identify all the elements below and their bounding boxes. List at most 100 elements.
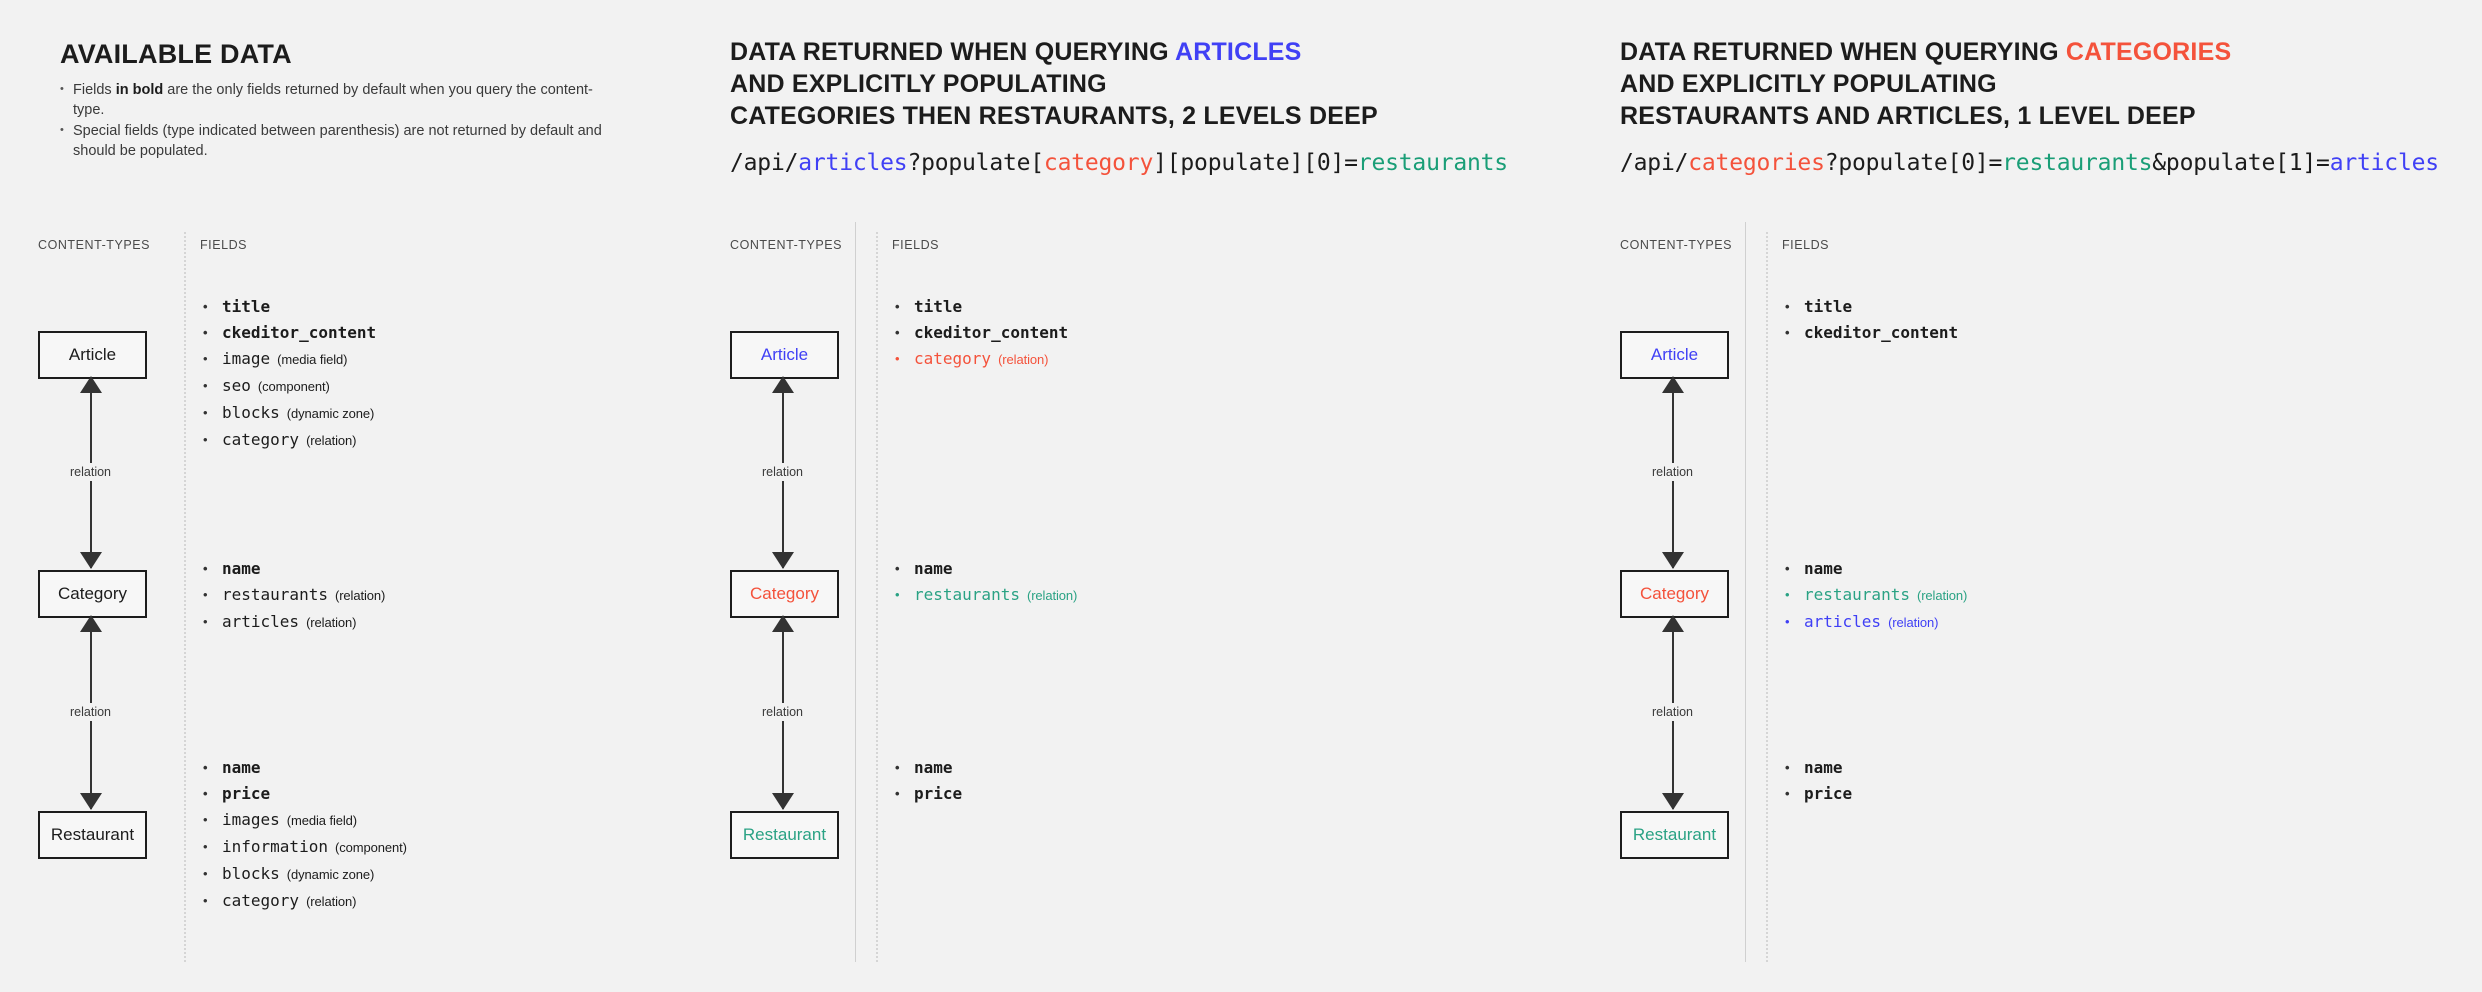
arrowhead-up-icon	[79, 615, 102, 632]
field-item: name	[200, 556, 385, 582]
field-item: title	[200, 294, 376, 320]
bullet-text: Special fields (type indicated between p…	[73, 123, 602, 159]
url-segment: articles	[2329, 150, 2439, 176]
field-name: category	[914, 349, 992, 368]
panel-title: DATA RETURNED WHEN QUERYING ARTICLES AND …	[730, 36, 1590, 132]
field-name: name	[914, 758, 953, 777]
field-name: blocks	[222, 864, 280, 883]
field-type: (relation)	[306, 615, 357, 630]
field-item: price	[1782, 781, 1852, 807]
panel-title-line: AND EXPLICITLY POPULATING	[1620, 68, 2480, 100]
field-name: blocks	[222, 403, 280, 422]
content-type-label: Category	[1640, 584, 1709, 603]
url-segment: /api/	[1620, 150, 1689, 176]
content-types-column-header: CONTENT-TYPES	[38, 238, 151, 252]
relation-connector: relation	[716, 615, 849, 810]
relation-label: relation	[1606, 703, 1739, 721]
content-type-label: Article	[68, 345, 117, 364]
title-segment: DATA RETURNED WHEN QUERYING	[730, 38, 1175, 66]
arrowhead-up-icon	[79, 376, 102, 393]
field-item: seo (component)	[200, 373, 376, 400]
field-list-article: titleckeditor_content	[1782, 294, 1958, 346]
field-name: articles	[222, 612, 300, 631]
content-type-box-article[interactable]: Article	[730, 331, 839, 379]
content-type-box-article[interactable]: Article	[38, 331, 147, 379]
column-dotted-divider	[876, 232, 878, 962]
api-url: /api/articles?populate[category][populat…	[730, 150, 1508, 176]
title-segment: CATEGORIES	[2065, 38, 2232, 66]
title-segment: ARTICLES	[1174, 38, 1302, 66]
field-item: ckeditor_content	[200, 320, 376, 346]
field-item: name	[1782, 755, 1852, 781]
field-name: name	[222, 758, 261, 777]
panel-title-line: CATEGORIES THEN RESTAURANTS, 2 LEVELS DE…	[730, 100, 1590, 132]
panel-available-data: AVAILABLE DATAFields in bold are the onl…	[0, 0, 855, 992]
content-type-box-article[interactable]: Article	[1620, 331, 1729, 379]
url-segment: restaurants	[2002, 150, 2153, 176]
field-item: information (component)	[200, 834, 407, 861]
arrowhead-up-icon	[771, 376, 794, 393]
field-list-article: titleckeditor_contentimage(media field)s…	[200, 294, 376, 454]
url-segment: &populate[1]=	[2152, 150, 2330, 176]
relation-label: relation	[24, 703, 157, 721]
field-item: articles (relation)	[200, 609, 385, 636]
field-type: (component)	[334, 840, 407, 855]
field-item: category(relation)	[200, 427, 376, 454]
field-name: price	[222, 784, 271, 803]
fields-column-header: FIELDS	[200, 238, 248, 252]
title-segment: AND EXPLICITLY POPULATING	[730, 70, 1107, 98]
field-name: name	[1804, 559, 1843, 578]
field-type: (component)	[257, 379, 330, 394]
field-item: blocks(dynamic zone)	[200, 400, 376, 427]
content-type-box-category[interactable]: Category	[1620, 570, 1729, 618]
title-segment: DATA RETURNED WHEN QUERYING	[1620, 38, 2066, 66]
field-name: articles	[1804, 612, 1882, 631]
field-item: articles (relation)	[1782, 609, 1967, 636]
bullet-text: Fields	[73, 82, 116, 98]
arrowhead-down-icon	[1661, 793, 1684, 810]
title-segment: AND EXPLICITLY POPULATING	[1620, 70, 1997, 98]
field-item: ckeditor_content	[1782, 320, 1958, 346]
field-list-restaurant: namepriceimages(media field)information(…	[200, 755, 407, 915]
url-segment: /api/	[730, 150, 799, 176]
field-item: restaurants(relation)	[1782, 582, 1967, 609]
field-name: seo	[222, 376, 251, 395]
field-item: name	[200, 755, 407, 781]
field-item: category(relation)	[892, 346, 1068, 373]
relation-connector: relation	[24, 376, 157, 569]
relation-connector: relation	[24, 615, 157, 810]
field-name: information	[222, 837, 328, 856]
url-segment: ?populate[0]=	[1824, 150, 2003, 176]
panel-separator-1	[855, 222, 856, 962]
column-dotted-divider	[184, 232, 186, 962]
info-bullet: Fields in bold are the only fields retur…	[58, 79, 618, 120]
field-list-category: namerestaurants(relation)	[892, 556, 1077, 609]
panel-title: DATA RETURNED WHEN QUERYING CATEGORIES AN…	[1620, 36, 2480, 132]
content-type-box-restaurant[interactable]: Restaurant	[1620, 811, 1729, 859]
content-type-box-category[interactable]: Category	[38, 570, 147, 618]
content-types-column-header: CONTENT-TYPES	[1620, 238, 1733, 252]
field-item: title	[1782, 294, 1958, 320]
url-segment: categories	[1688, 150, 1825, 176]
field-name: ckeditor_content	[222, 323, 377, 342]
field-name: title	[914, 297, 963, 316]
field-list-article: title ckeditor_contentcategory(relation)	[892, 294, 1068, 373]
field-name: category	[222, 430, 300, 449]
bullet-emphasis: in bold	[115, 82, 164, 98]
field-name: category	[222, 891, 300, 910]
content-type-box-restaurant[interactable]: Restaurant	[38, 811, 147, 859]
field-name: images	[222, 810, 280, 829]
relation-connector: relation	[1606, 615, 1739, 810]
arrowhead-down-icon	[771, 793, 794, 810]
fields-column-header: FIELDS	[1782, 238, 1830, 252]
field-item: price	[200, 781, 407, 807]
content-type-box-restaurant[interactable]: Restaurant	[730, 811, 839, 859]
field-list-restaurant: name price	[892, 755, 962, 807]
field-type: (relation)	[1888, 615, 1939, 630]
field-item: ckeditor_content	[892, 320, 1068, 346]
field-item: price	[892, 781, 962, 807]
arrowhead-up-icon	[1661, 376, 1684, 393]
panel-separator-2	[1745, 222, 1746, 962]
field-type: (relation)	[306, 894, 357, 909]
content-type-box-category[interactable]: Category	[730, 570, 839, 618]
